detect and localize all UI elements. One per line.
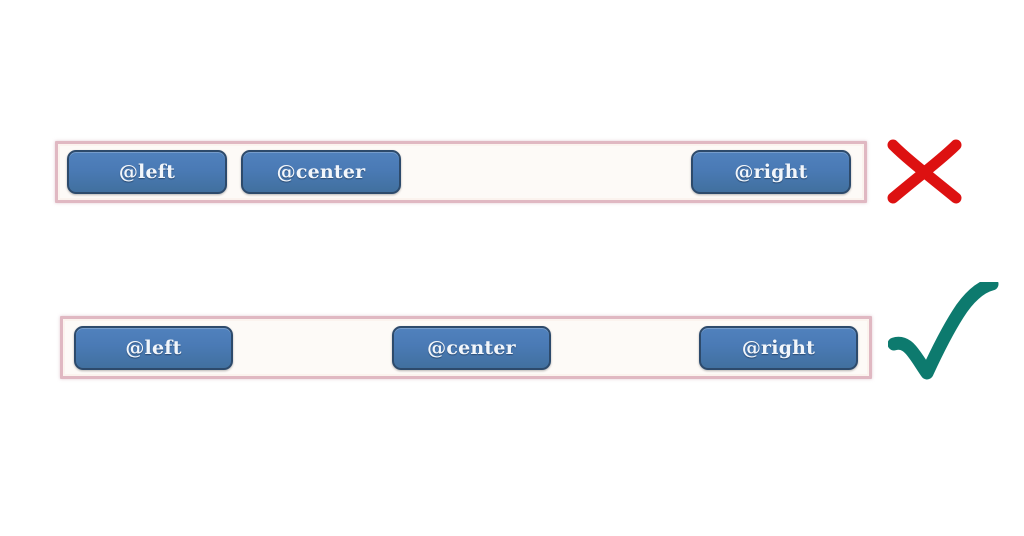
cross-icon xyxy=(884,138,964,204)
toolbar-incorrect: @left @center @right xyxy=(55,141,867,203)
toolbar-button-left[interactable]: @left xyxy=(67,150,227,194)
toolbar-inner-bevel xyxy=(63,319,869,376)
toolbar-button-left[interactable]: @left xyxy=(74,326,233,370)
toolbar-inner-bevel xyxy=(58,144,864,200)
check-icon xyxy=(888,282,1000,382)
toolbar-button-right[interactable]: @right xyxy=(691,150,851,194)
toolbar-correct: @left @center @right xyxy=(60,316,872,379)
toolbar-button-center[interactable]: @center xyxy=(241,150,401,194)
toolbar-button-center[interactable]: @center xyxy=(392,326,551,370)
toolbar-button-right[interactable]: @right xyxy=(699,326,858,370)
